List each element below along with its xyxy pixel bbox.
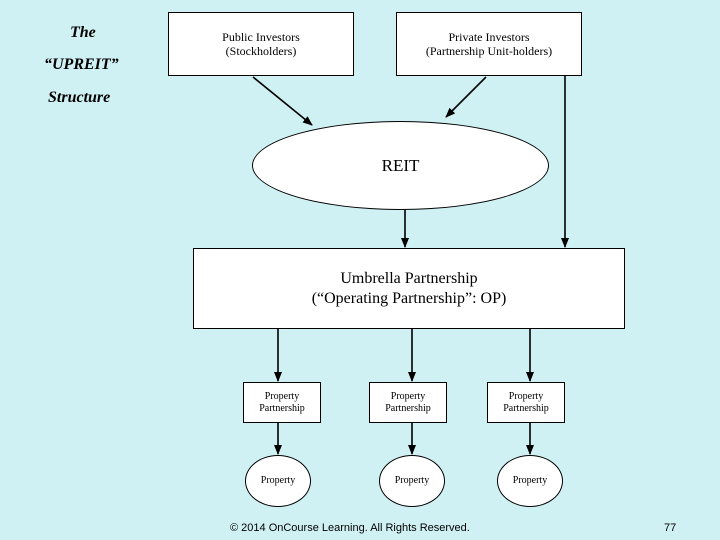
umbrella-label: Umbrella Partnership bbox=[340, 269, 478, 287]
property-partnership-2-sublabel: Partnership bbox=[385, 402, 431, 414]
private-investors-label: Private Investors bbox=[448, 30, 530, 44]
private-investors-sublabel: (Partnership Unit-holders) bbox=[425, 44, 553, 58]
property-partnership-3: Property Partnership bbox=[487, 382, 565, 423]
property-partnership-1: Property Partnership bbox=[243, 382, 321, 423]
property-partnership-3-sublabel: Partnership bbox=[503, 402, 549, 414]
reit-ellipse: REIT bbox=[252, 121, 549, 210]
private-investors-box: Private Investors (Partnership Unit-hold… bbox=[396, 12, 582, 76]
umbrella-sublabel: (“Operating Partnership”: OP) bbox=[311, 289, 507, 307]
public-investors-box: Public Investors (Stockholders) bbox=[168, 12, 354, 76]
title-the: The bbox=[70, 24, 96, 41]
property-3: Property bbox=[497, 455, 563, 507]
copyright-notice: © 2014 OnCourse Learning. All Rights Res… bbox=[230, 522, 470, 534]
reit-label: REIT bbox=[381, 155, 420, 175]
property-1: Property bbox=[245, 455, 311, 507]
property-partnership-1-sublabel: Partnership bbox=[259, 402, 305, 414]
title-structure: Structure bbox=[48, 89, 111, 106]
property-2: Property bbox=[379, 455, 445, 507]
page-number: 77 bbox=[664, 522, 677, 534]
arrow-private-to-reit bbox=[445, 76, 487, 118]
public-investors-sublabel: (Stockholders) bbox=[225, 44, 297, 58]
property-partnership-2-label: Property bbox=[390, 390, 426, 402]
public-investors-label: Public Investors bbox=[222, 30, 300, 44]
title-upreit: “UPREIT” bbox=[44, 56, 119, 73]
property-1-label: Property bbox=[260, 475, 296, 486]
umbrella-partnership-box: Umbrella Partnership (“Operating Partner… bbox=[193, 248, 625, 329]
property-partnership-2: Property Partnership bbox=[369, 382, 447, 423]
property-partnership-1-label: Property bbox=[264, 390, 300, 402]
property-partnership-3-label: Property bbox=[508, 390, 544, 402]
arrow-public-to-reit bbox=[252, 76, 313, 126]
property-3-label: Property bbox=[512, 475, 548, 486]
property-2-label: Property bbox=[394, 475, 430, 486]
